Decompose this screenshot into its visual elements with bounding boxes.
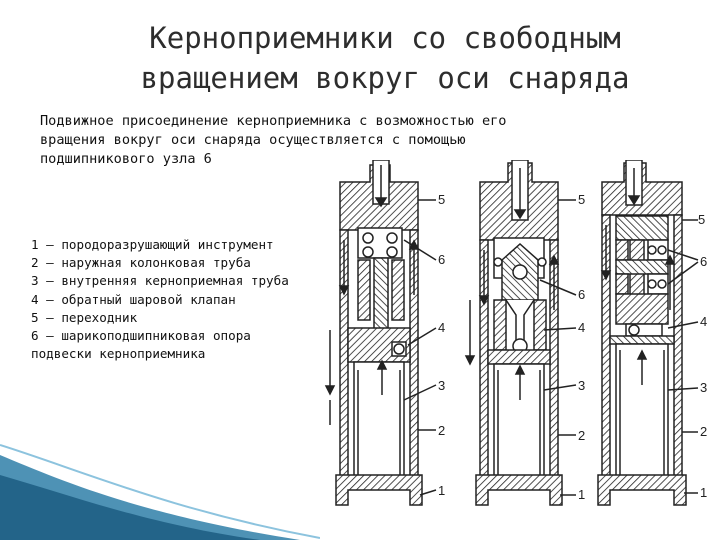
drawing-variant-2 xyxy=(464,160,577,506)
drawing-2-labels: 5 6 4 3 2 1 xyxy=(578,192,585,502)
fig1-label-6: 6 xyxy=(438,252,445,267)
legend-list: 1 – породоразрушающий инструмент 2 – нар… xyxy=(31,236,331,363)
fig1-label-2: 2 xyxy=(438,423,445,438)
fig1-label-5: 5 xyxy=(438,192,445,207)
drawing-1-labels: 5 6 4 3 2 1 xyxy=(438,192,445,498)
legend-item-6: 6 – шарикоподшипниковая опора xyxy=(31,328,251,344)
decorative-wave xyxy=(0,444,320,540)
drawing-3-labels: 5 6 4 3 2 1 xyxy=(698,212,707,500)
intro-line-1: Подвижное присоединение керноприемника с… xyxy=(40,113,507,129)
fig3-label-2: 2 xyxy=(700,424,707,439)
core-barrel-drawings: 5 6 4 3 2 1 5 xyxy=(324,160,707,506)
fig3-label-5: 5 xyxy=(698,212,705,227)
legend-item-7: подвески керноприемника xyxy=(31,346,206,362)
legend-item-3: 3 – внутренняя керноприемная труба xyxy=(31,273,289,289)
slide-title: Керноприемники со свободным вращением во… xyxy=(70,18,700,98)
title-line-2: вращением вокруг оси снаряда xyxy=(140,61,630,95)
legend-item-5: 5 – переходник xyxy=(31,309,138,325)
fig1-label-4: 4 xyxy=(438,320,445,335)
fig2-label-5: 5 xyxy=(578,192,585,207)
fig2-label-2: 2 xyxy=(578,428,585,443)
fig2-label-6: 6 xyxy=(578,287,585,302)
fig3-label-6: 6 xyxy=(700,254,707,269)
fig2-label-1: 1 xyxy=(578,487,585,502)
intro-line-3: подшипникового узла 6 xyxy=(40,151,212,167)
intro-paragraph: Подвижное присоединение керноприемника с… xyxy=(40,112,640,169)
title-line-1: Керноприемники со свободным xyxy=(149,21,621,55)
drawing-variant-1 xyxy=(324,160,437,506)
fig2-label-4: 4 xyxy=(578,320,585,335)
legend-item-1: 1 – породоразрушающий инструмент xyxy=(31,237,274,252)
legend-item-4: 4 – обратный шаровой клапан xyxy=(31,291,236,307)
fig1-label-3: 3 xyxy=(438,378,445,393)
drawing-variant-3 xyxy=(597,160,699,506)
fig3-label-1: 1 xyxy=(700,485,707,500)
fig3-label-4: 4 xyxy=(700,314,707,329)
intro-line-2: вращения вокруг оси снаряда осуществляет… xyxy=(40,132,466,148)
fig1-label-1: 1 xyxy=(438,483,445,498)
fig2-label-3: 3 xyxy=(578,378,585,393)
legend-item-2: 2 – наружная колонковая труба xyxy=(31,255,251,271)
fig3-label-3: 3 xyxy=(700,380,707,395)
